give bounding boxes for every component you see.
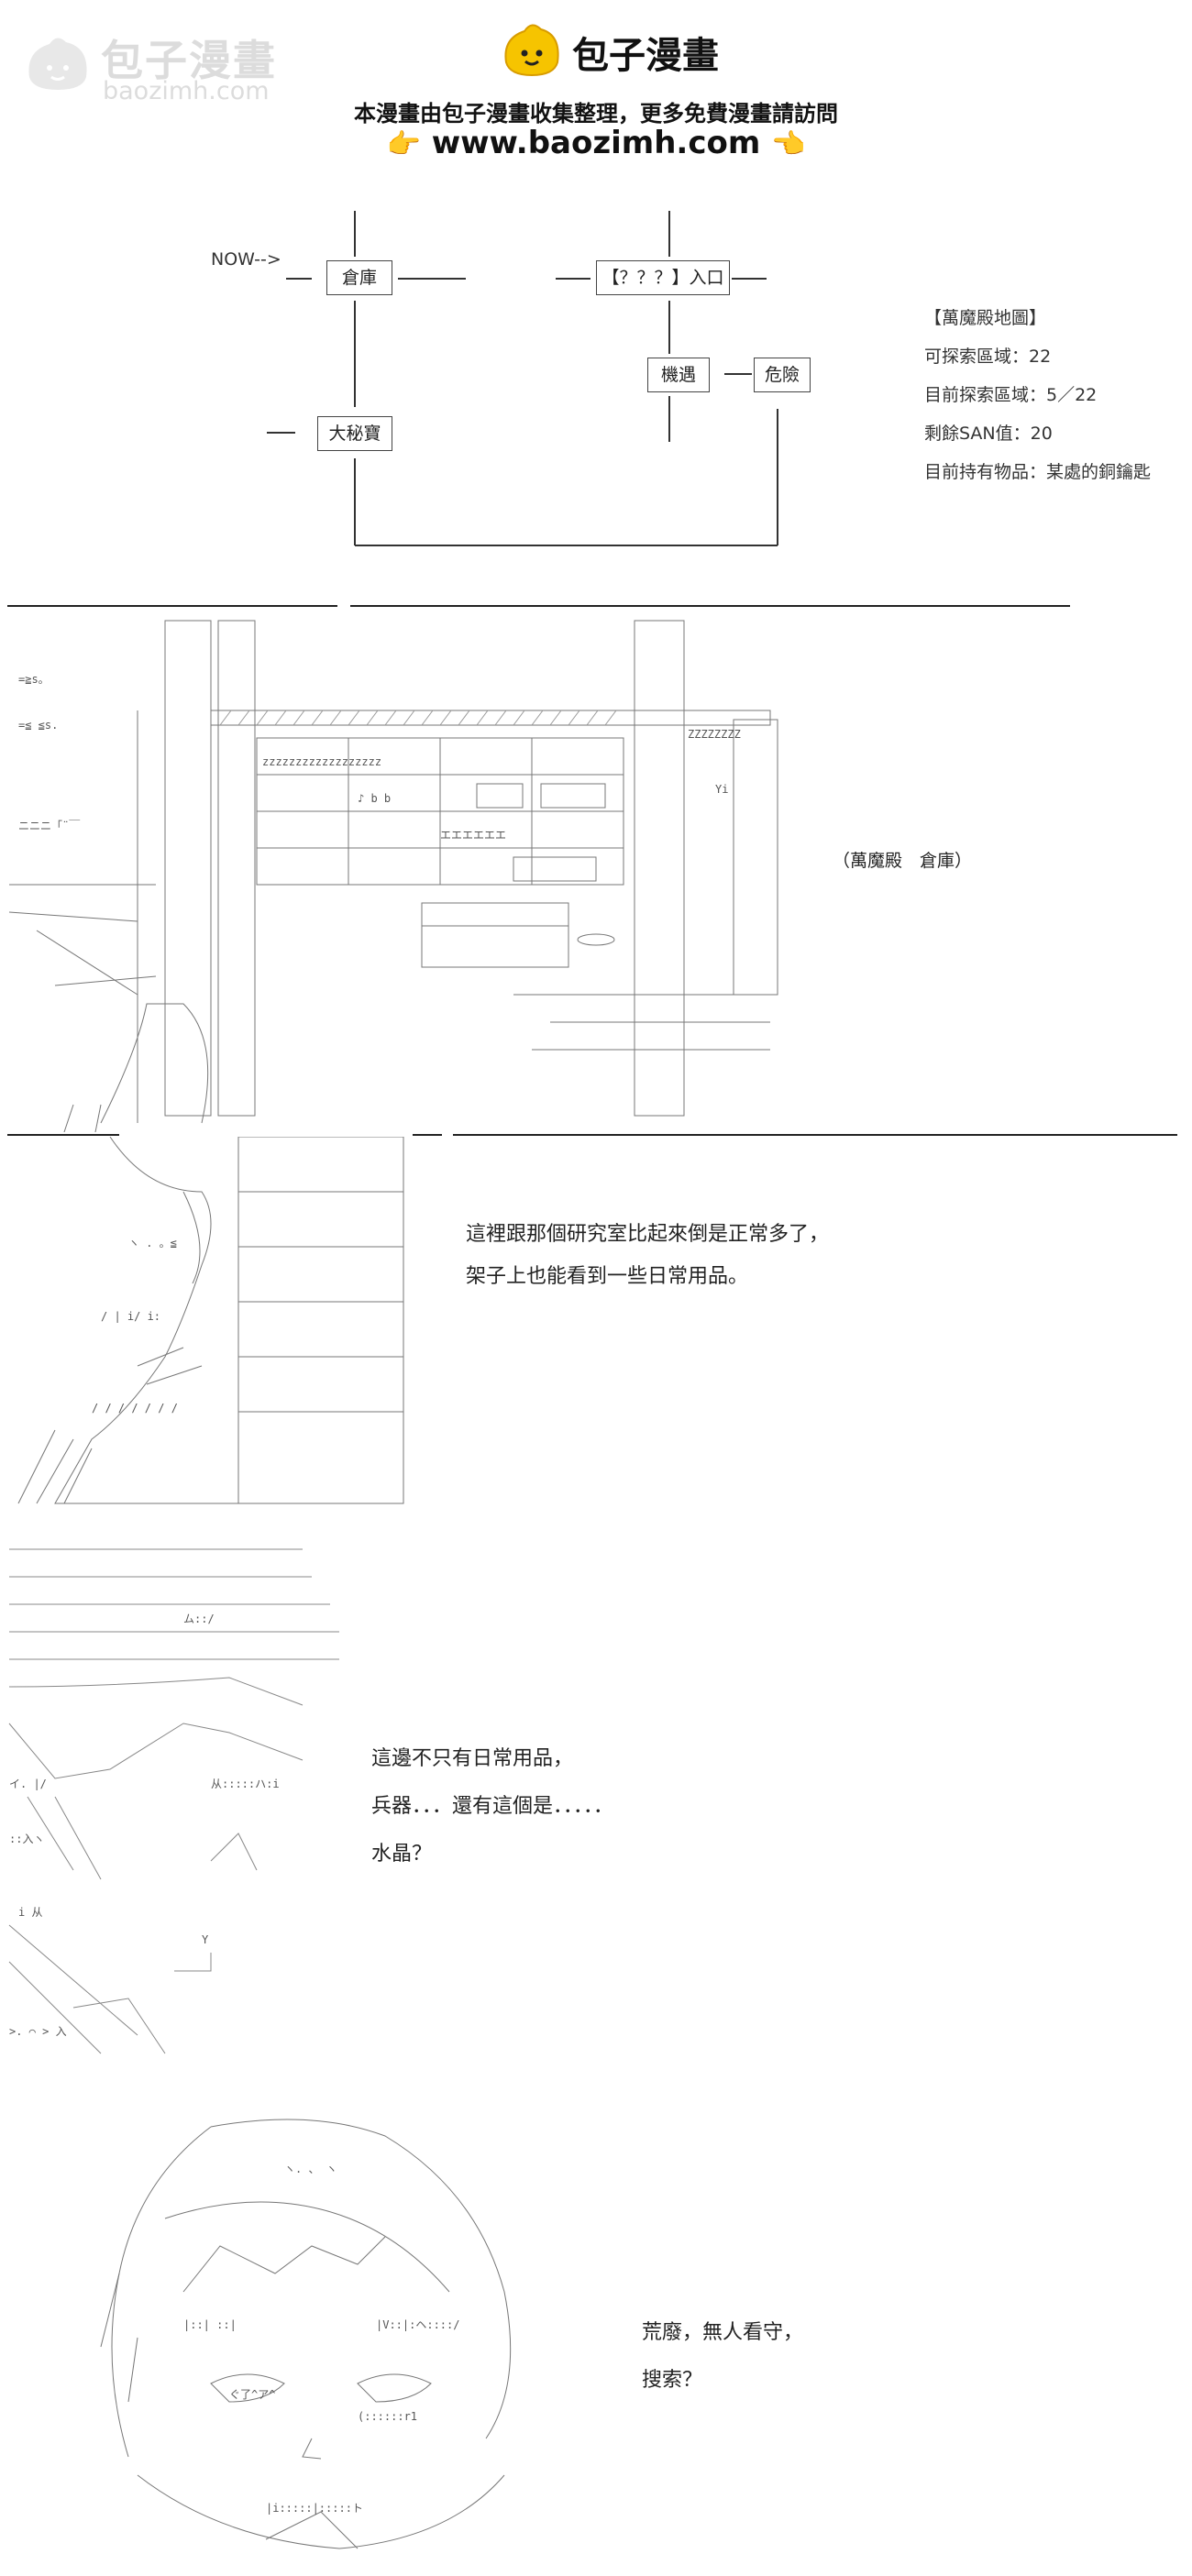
- location-label: （萬魔殿 倉庫）: [833, 851, 973, 871]
- header-notice: 本漫畫由包子漫畫收集整理，更多免費漫畫請訪問: [354, 101, 838, 127]
- map-legend-title: 【萬魔殿地圖】: [924, 308, 1047, 328]
- site-url-link[interactable]: 👉 www.baozimh.com 👈: [0, 125, 1192, 161]
- map-node-danger: 危險: [754, 358, 811, 392]
- site-bun-logo-icon: [504, 24, 559, 77]
- svg-text:i 从: i 从: [18, 1906, 42, 1919]
- dungeon-map-lines: [267, 211, 778, 546]
- svg-text:ム::/: ム::/: [183, 1613, 215, 1625]
- map-node-warehouse: 倉庫: [326, 260, 392, 295]
- caption-2-line-3: 水晶？: [371, 1843, 433, 1866]
- panel-divider: [413, 1134, 442, 1136]
- warehouse-shelves-art: zzzzzzzzzzzzzzzzzz ♪ b b エエエエエエ =≧s。 =≦ …: [8, 620, 778, 1132]
- caption-2-line-2: 兵器．．．還有這個是．．．．．: [371, 1795, 614, 1818]
- map-legend-items: 目前持有物品：某處的銅鑰匙: [924, 462, 1152, 482]
- caption-3-line-1: 荒廢，無人看守，: [642, 2321, 804, 2344]
- caption-1-line-2: 架子上也能看到一些日常用品。: [466, 1265, 749, 1288]
- character-face-art: ヽ. 、 ヽ |::| ::| |V::|:ヘ::::/ ぐ了^ア^ (::::…: [100, 2119, 512, 2549]
- svg-text:/ | i/ i:: / | i/ i:: [101, 1310, 160, 1323]
- site-name: 包子漫畫: [572, 35, 719, 77]
- svg-text:イ. |/: イ. |/: [9, 1778, 47, 1790]
- svg-text:从:::::ハ:i: 从:::::ハ:i: [211, 1778, 280, 1790]
- panel-divider: [453, 1134, 1177, 1136]
- caption-2-line-1: 這邊不只有日常用品，: [371, 1747, 574, 1770]
- svg-text:zzzzzzzzzzzzzzzzzz: zzzzzzzzzzzzzzzzzz: [262, 755, 381, 768]
- svg-text:ヽ. 、 ヽ: ヽ. 、 ヽ: [284, 2163, 337, 2175]
- svg-text:Yi: Yi: [715, 783, 728, 796]
- svg-text:=≧s。: =≧s。: [18, 673, 50, 686]
- map-node-treasure: 大秘寶: [317, 416, 392, 451]
- svg-text:ZZZZZZZZ: ZZZZZZZZ: [688, 728, 741, 741]
- watermark-bun-logo-icon: [28, 38, 87, 90]
- pointing-left-hand-icon: 👈: [771, 128, 806, 160]
- caption-1-line-1: 這裡跟那個研究室比起來倒是正常多了，: [466, 1223, 830, 1246]
- caption-3-line-2: 搜索？: [642, 2369, 703, 2392]
- map-node-entrance: 【？？？】入口: [596, 260, 730, 295]
- now-marker: NOW-->: [211, 249, 281, 270]
- character-looking-art: ヽ . 。≦ / | i/ i: / / / / / / /: [17, 1137, 404, 1504]
- svg-text:=≦ ≦s.: =≦ ≦s.: [18, 719, 58, 732]
- pointing-right-hand-icon: 👉: [386, 128, 421, 160]
- crystal-discovery-art: ム::/ イ. |/ ::入ヽ 从:::::ハ:i i 从 Y >. ⌒ > 入: [8, 1548, 339, 2054]
- watermark-site-name: 包子漫畫: [101, 36, 277, 85]
- watermark-domain: baozimh.com: [103, 77, 270, 105]
- svg-text:>. ⌒ > 入: >. ⌒ > 入: [9, 2025, 67, 2038]
- svg-text:エエエエエエ: エエエエエエ: [440, 829, 506, 842]
- svg-text:|i:::::|:::::ト: |i:::::|:::::ト: [266, 2502, 363, 2515]
- svg-text:|V::|:ヘ::::/: |V::|:ヘ::::/: [376, 2318, 459, 2331]
- svg-text:ぐ了^ア^: ぐ了^ア^: [229, 2388, 275, 2401]
- svg-text:(::::::r1: (::::::r1: [358, 2410, 417, 2423]
- map-legend-explorable: 可探索區域：22: [924, 347, 1052, 367]
- svg-text:ヽ . 。≦: ヽ . 。≦: [128, 1237, 177, 1249]
- map-node-encounter: 機遇: [647, 358, 710, 392]
- svg-text:|::| ::|: |::| ::|: [183, 2318, 237, 2331]
- panel-divider: [350, 605, 1070, 607]
- site-url-text: www.baozimh.com: [431, 125, 761, 161]
- map-legend-explored: 目前探索區域：5／22: [924, 385, 1098, 405]
- svg-text:♪ b b: ♪ b b: [358, 792, 391, 805]
- map-legend-san: 剩餘SAN值：20: [924, 424, 1053, 444]
- svg-text:/ / / / / / /: / / / / / / /: [92, 1402, 178, 1415]
- svg-text:::入ヽ: ::入ヽ: [9, 1833, 44, 1845]
- panel-divider: [7, 1134, 119, 1136]
- svg-text:Y: Y: [202, 1933, 209, 1946]
- panel-divider: [7, 605, 337, 607]
- svg-text:ニニニ「¨￣: ニニニ「¨￣: [18, 820, 80, 832]
